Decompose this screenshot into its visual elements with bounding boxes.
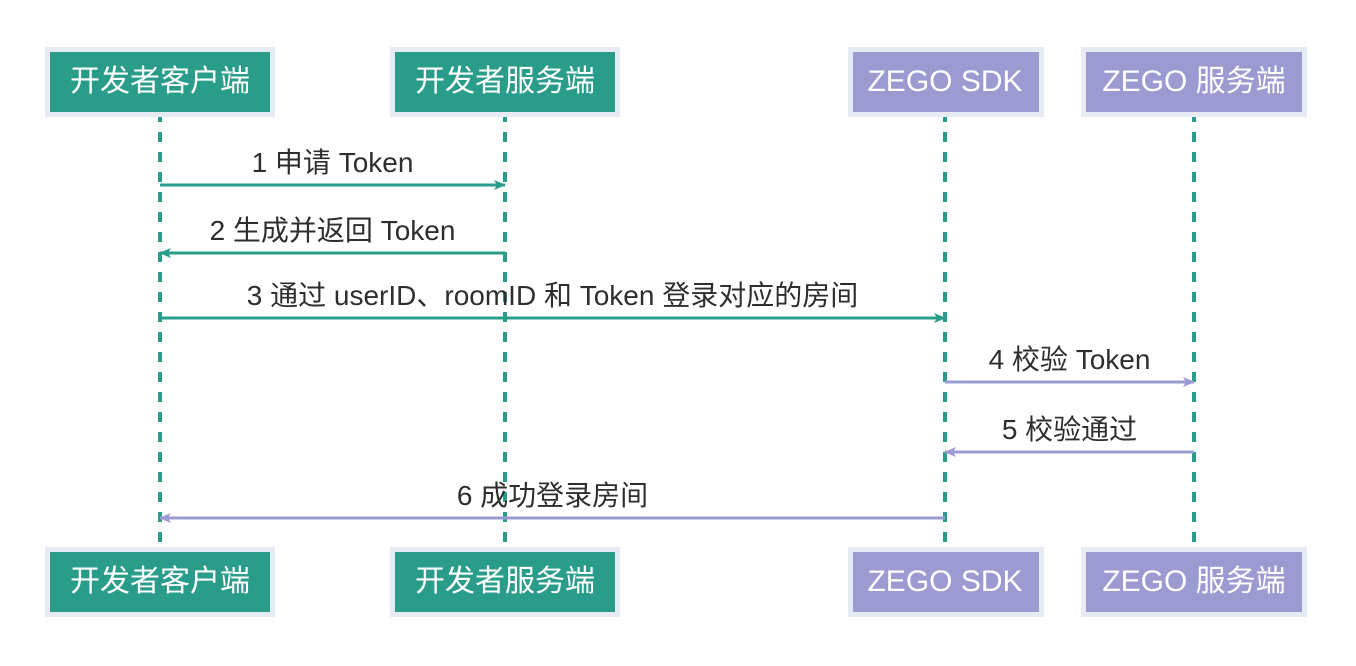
message-label-6: 6 成功登录房间	[457, 480, 648, 511]
footer-participant-label-dev-client: 开发者客户端	[70, 565, 250, 598]
header-participant-label-zego-sdk: ZEGO SDK	[867, 65, 1022, 98]
message-label-2: 2 生成并返回 Token	[210, 215, 456, 246]
header-participant-box-dev-server	[395, 52, 615, 112]
footer-participant-box-dev-server	[395, 552, 615, 612]
footer-participant-boxes: 开发者客户端 开发者服务端 ZEGO SDK ZEGO 服务端	[45, 547, 1307, 617]
header-participant-box-zego-server	[1086, 52, 1302, 112]
header-participant-label-zego-server: ZEGO 服务端	[1102, 65, 1285, 98]
footer-participant-box-zego-sdk	[853, 552, 1039, 612]
message-label-4: 4 校验 Token	[989, 344, 1151, 375]
footer-participant-box-zego-server	[1086, 552, 1302, 612]
footer-participant-label-zego-sdk: ZEGO SDK	[867, 565, 1022, 598]
header-participant-box-zego-sdk	[853, 52, 1039, 112]
header-participant-boxes: 开发者客户端 开发者服务端 ZEGO SDK ZEGO 服务端	[45, 47, 1307, 117]
footer-participant-box-dev-client	[50, 552, 270, 612]
header-participant-box-dev-client	[50, 52, 270, 112]
footer-participant-label-dev-server: 开发者服务端	[415, 565, 595, 598]
header-participant-label-dev-client: 开发者客户端	[70, 65, 250, 98]
message-label-5: 5 校验通过	[1002, 414, 1137, 445]
footer-participant-label-zego-server: ZEGO 服务端	[1102, 565, 1285, 598]
lifelines-group	[158, 112, 1196, 552]
messages-group: 1 申请 Token 2 生成并返回 Token 3 通过 userID、roomI…	[159, 147, 1195, 523]
header-participant-label-dev-server: 开发者服务端	[415, 65, 595, 98]
message-label-3: 3 通过 userID、roomID 和 Token 登录对应的房间	[247, 280, 858, 311]
message-label-1: 1 申请 Token	[252, 147, 414, 178]
